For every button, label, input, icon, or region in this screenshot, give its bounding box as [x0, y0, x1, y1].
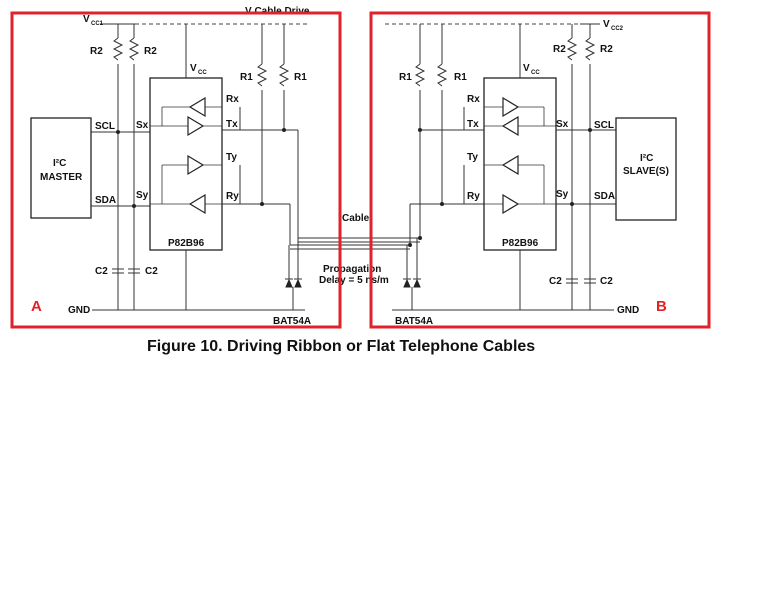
vcc2-subscript: CC2 [611, 26, 624, 32]
vcc1-subscript: CC1 [91, 21, 104, 27]
rx-label-right: Rx [467, 94, 480, 105]
propagation-label-line2: Delay = 5 ns/m [319, 275, 389, 286]
r2-label-right-b: R2 [600, 44, 613, 55]
c2-label-right-a: C2 [549, 276, 562, 287]
bat54a-diode-left-1 [285, 278, 293, 288]
r1-label-left-a: R1 [240, 72, 253, 83]
r2-resistor-right-a [566, 37, 578, 61]
scl-label-right: SCL [594, 120, 614, 131]
sda-label-left: SDA [95, 195, 116, 206]
tx-label-right: Tx [467, 119, 479, 130]
r1-label-right-a: R1 [399, 72, 412, 83]
chip-b-label: P82B96 [502, 238, 539, 249]
ry-label-right: Ry [467, 191, 480, 202]
i2c-slave-box [615, 117, 677, 221]
master-label-line1: I²C [53, 158, 66, 169]
ty-label-right: Ty [467, 152, 478, 163]
r2-resistor-left-a [112, 37, 124, 61]
r1-resistor-right-a [414, 63, 426, 87]
propagation-label-line1: Propagation [323, 264, 381, 275]
gnd-label-left: GND [68, 305, 90, 316]
r2-resistor-left-b [128, 37, 140, 61]
vcc-label-chip-a: V [190, 63, 197, 74]
slave-label-line2: SLAVE(S) [623, 166, 669, 177]
chip-a-label: P82B96 [168, 238, 205, 249]
r2-resistor-right-b [584, 37, 596, 61]
figure-caption: Figure 10. Driving Ribbon or Flat Teleph… [147, 338, 535, 355]
marker-b: B [656, 298, 667, 315]
c2-label-left-a: C2 [95, 266, 108, 277]
c2-label-right-b: C2 [600, 276, 613, 287]
c2-label-left-b: C2 [145, 266, 158, 277]
r2-label-left-a: R2 [90, 46, 103, 57]
sx-label-left: Sx [136, 120, 149, 131]
slave-label-line1: I²C [640, 153, 653, 164]
r1-label-right-b: R1 [454, 72, 467, 83]
scl-label-left: SCL [95, 121, 115, 132]
ry-label-left: Ry [226, 191, 239, 202]
bat54a-label-left: BAT54A [273, 316, 311, 327]
bat54a-diode-left-2 [294, 278, 302, 288]
r2-label-left-b: R2 [144, 46, 157, 57]
gnd-label-right: GND [617, 305, 639, 316]
r1-label-left-b: R1 [294, 72, 307, 83]
vcc-label-chip-b: V [523, 63, 530, 74]
sy-label-right: Sy [556, 189, 569, 200]
r2-label-right-a: R2 [553, 44, 566, 55]
cable-label: Cable [342, 213, 370, 224]
r1-resistor-right-b [436, 63, 448, 87]
master-label-line2: MASTER [40, 172, 83, 183]
tx-label-left: Tx [226, 119, 238, 130]
ty-label-left: Ty [226, 152, 237, 163]
vcc1-label: V [83, 14, 90, 25]
vcc2-label: V [603, 19, 610, 30]
p82b96-chip-b [483, 77, 557, 251]
highlight-box-a [10, 11, 342, 329]
r1-resistor-left-a [256, 63, 268, 87]
sx-label-right: Sx [556, 119, 569, 130]
sy-label-left: Sy [136, 190, 149, 201]
sda-label-right: SDA [594, 191, 615, 202]
p82b96-chip-a [149, 77, 223, 251]
bat54a-diode-right-2 [413, 278, 421, 288]
i2c-master-box [30, 117, 92, 219]
bat54a-diode-right-1 [403, 278, 411, 288]
highlight-box-b [369, 11, 711, 329]
bat54a-label-right: BAT54A [395, 316, 433, 327]
r1-resistor-left-b [278, 63, 290, 87]
rx-label-left: Rx [226, 94, 239, 105]
vcc-subscript-chip-b: CC [531, 70, 540, 76]
marker-a: A [31, 298, 42, 315]
vcc-subscript-chip-a: CC [198, 70, 207, 76]
